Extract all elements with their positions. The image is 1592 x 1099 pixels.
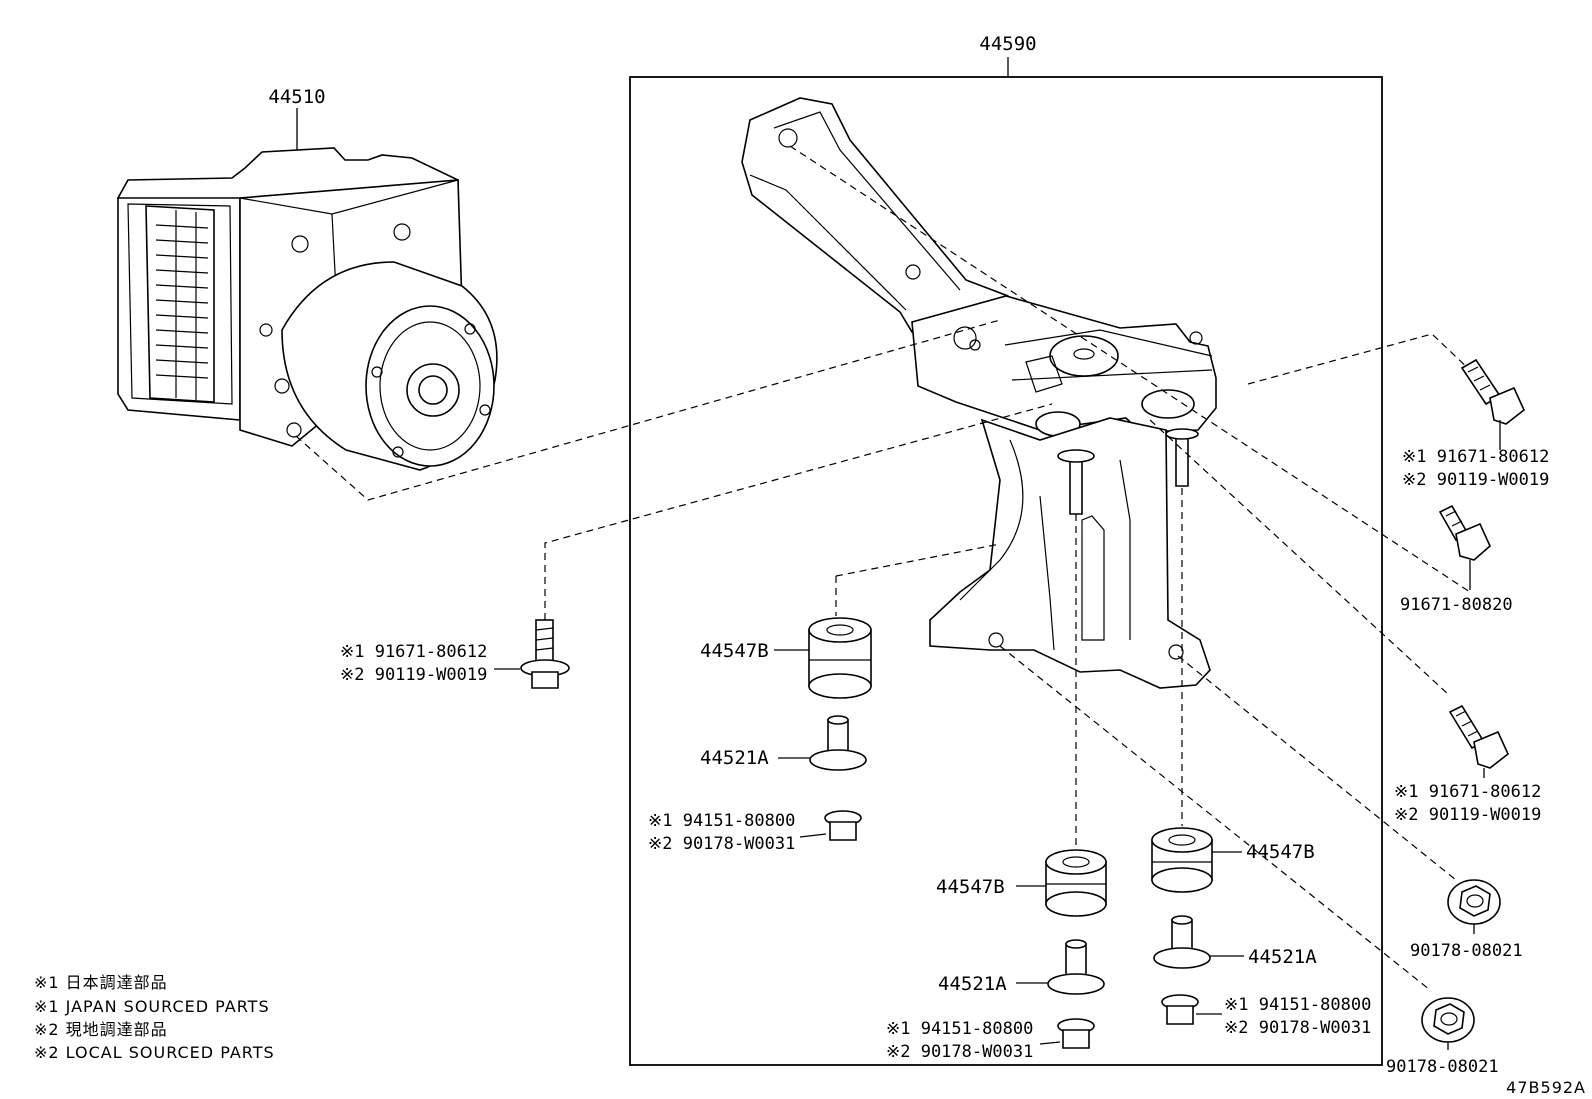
assembly-frame xyxy=(629,76,1383,1066)
callout-actuator: 44510 xyxy=(268,86,325,108)
option-bolt-left-2: ※2 90119-W0019 xyxy=(340,665,487,685)
callout-cushion-right: 44547B xyxy=(1246,841,1315,863)
option-bolt-right-top-2: ※2 90119-W0019 xyxy=(1402,470,1549,490)
callout-nut-flange-lower: 90178-08021 xyxy=(1386,1057,1499,1077)
collar-right xyxy=(1153,915,1211,969)
callout-cushion-left: 44547B xyxy=(700,640,769,662)
dashed-leaders xyxy=(295,145,1473,991)
nut-center xyxy=(1057,1018,1095,1049)
collar-left xyxy=(809,715,867,771)
option-nut-right-2: ※2 90178-W0031 xyxy=(1224,1018,1371,1038)
option-bolt-left-1: ※1 91671-80612 xyxy=(340,642,487,662)
cushion-center xyxy=(1045,849,1107,917)
cushion-left xyxy=(808,617,872,699)
callout-collar-right: 44521A xyxy=(1248,946,1317,968)
option-nut-center-1: ※1 94151-80800 xyxy=(886,1019,1033,1039)
legend-line-3: ※2 現地調達部品 xyxy=(34,1020,168,1039)
callout-bolt-plain: 91671-80820 xyxy=(1400,595,1513,615)
flange-bolt-right-top xyxy=(1460,358,1525,425)
flange-nut-upper xyxy=(1447,879,1501,925)
cushion-right xyxy=(1151,827,1213,893)
mounting-bracket xyxy=(741,97,1217,689)
option-bolt-right-mid-2: ※2 90119-W0019 xyxy=(1394,805,1541,825)
callout-nut-flange-upper: 90178-08021 xyxy=(1410,941,1523,961)
callout-collar-left: 44521A xyxy=(700,747,769,769)
collar-center xyxy=(1047,939,1105,995)
figure-code: 47B592A xyxy=(1506,1078,1586,1097)
flange-nut-lower xyxy=(1421,997,1475,1043)
flange-bolt-right-mid xyxy=(1448,704,1509,769)
legend-line-4: ※2 LOCAL SOURCED PARTS xyxy=(34,1043,275,1062)
legend: ※1 日本調達部品 ※1 JAPAN SOURCED PARTS ※2 現地調達… xyxy=(34,973,275,1062)
option-bolt-right-top-1: ※1 91671-80612 xyxy=(1402,447,1549,467)
legend-line-1: ※1 日本調達部品 xyxy=(34,973,168,992)
nut-left xyxy=(824,810,862,841)
nut-right xyxy=(1161,994,1199,1025)
callout-assembly: 44590 xyxy=(979,33,1036,55)
connector-pins xyxy=(155,210,209,400)
flange-bolt-left xyxy=(520,619,570,689)
option-nut-center-2: ※2 90178-W0031 xyxy=(886,1042,1033,1062)
flange-bolt-plain xyxy=(1438,504,1491,561)
option-bolt-right-mid-1: ※1 91671-80612 xyxy=(1394,782,1541,802)
abs-actuator xyxy=(116,147,498,471)
legend-line-2: ※1 JAPAN SOURCED PARTS xyxy=(34,997,270,1016)
callout-collar-center: 44521A xyxy=(938,973,1007,995)
option-nut-left-2: ※2 90178-W0031 xyxy=(648,834,795,854)
option-nut-right-1: ※1 94151-80800 xyxy=(1224,995,1371,1015)
callout-cushion-center: 44547B xyxy=(936,876,1005,898)
option-nut-left-1: ※1 94151-80800 xyxy=(648,811,795,831)
